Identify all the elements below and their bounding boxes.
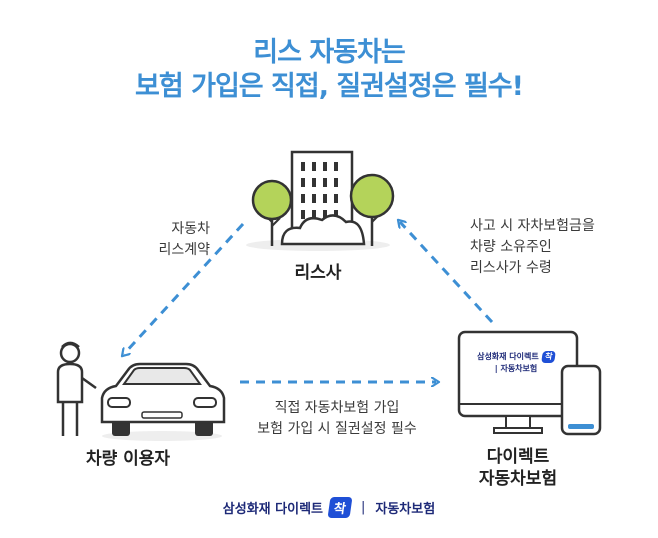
edge-label-payment-line-1: 사고 시 자차보험금을 [470,218,595,234]
footer-separator: | [360,500,366,515]
edge-label-enrollment-line-1: 직접 자동차보험 가입 [274,400,400,416]
person-icon [56,341,97,436]
arrow-lease-contract [124,222,245,354]
node-vehicle-user: 차량 이용자 [85,449,171,469]
monitor-brand-badge: 착 [540,351,556,363]
node-insurer: 다이렉트 자동차보험 [468,446,568,490]
arrow-payment [400,222,494,324]
monitor-brand-name: 삼성화재 다이렉트 [477,352,539,361]
smartphone-icon [560,364,602,436]
title-line-2: 보험 가입은 직접, 질권설정은 필수! [135,71,524,102]
edge-label-payment: 사고 시 자차보험금을 차량 소유주인 리스사가 수령 [470,216,630,279]
edge-label-payment-line-2: 차량 소유주인 [470,239,552,255]
edge-label-lease-contract-line-2: 리스계약 [158,242,210,258]
edge-label-lease-contract: 자동차 리스계약 [120,219,210,261]
footer-brand-badge: 착 [327,497,353,518]
footer-brand-name: 삼성화재 다이렉트 [222,502,324,517]
footer-brand: 삼성화재 다이렉트 착 | 자동차보험 [0,497,658,518]
monitor-brand-product: 자동차보험 [500,364,538,373]
monitor-screen-brand: 삼성화재 다이렉트 착 | 자동차보험 [468,351,564,375]
title-line-1: 리스 자동차는 [253,37,405,68]
node-insurer-line-1: 다이렉트 [486,447,550,467]
edge-label-payment-line-3: 리스사가 수령 [470,260,552,276]
tree-right-icon [349,173,395,246]
node-lessor: 리스사 [294,263,342,283]
edge-label-enrollment-line-2: 보험 가입 시 질권설정 필수 [257,421,417,437]
node-insurer-line-2: 자동차보험 [478,469,558,489]
footer-product: 자동차보험 [375,502,436,517]
tree-left-icon [251,179,293,246]
monitor-icon [457,330,579,434]
edge-label-lease-contract-line-1: 자동차 [171,221,210,237]
car-icon [100,362,226,441]
edge-label-enrollment: 직접 자동차보험 가입 보험 가입 시 질권설정 필수 [232,398,442,440]
